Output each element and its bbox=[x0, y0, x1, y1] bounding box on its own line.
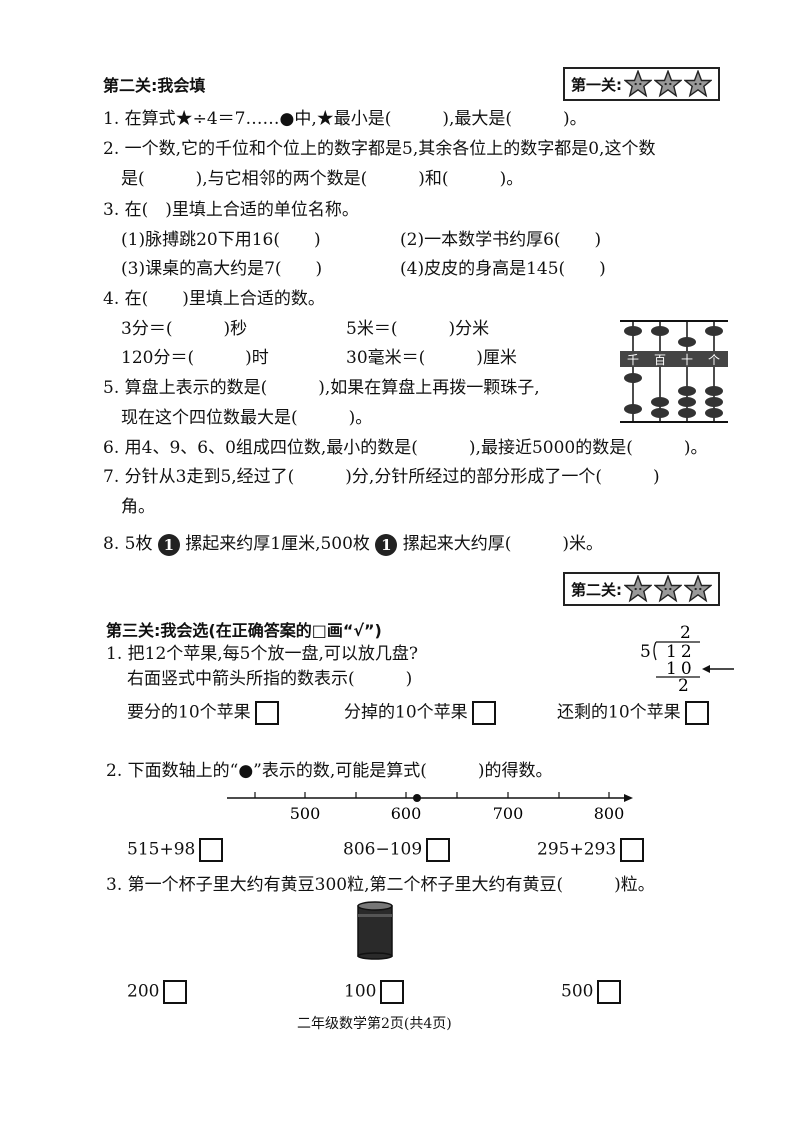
question-4-item1: 3分＝( )秒 bbox=[121, 319, 248, 339]
question-4-item2: 5米＝( )分米 bbox=[346, 319, 490, 339]
division-product: 10 bbox=[666, 659, 696, 679]
s3-q1-option-a: 要分的10个苹果 bbox=[127, 701, 279, 725]
question-3: 3. 在( )里填上合适的单位名称。 bbox=[103, 200, 359, 220]
coin-icon: 1 bbox=[157, 533, 180, 556]
s3-q1-option-c: 还剩的10个苹果 bbox=[557, 701, 709, 725]
option-label: 806−109 bbox=[343, 839, 423, 860]
s3-question-2: 2. 下面数轴上的“●”表示的数,可能是算式( )的得数。 bbox=[106, 761, 553, 781]
level1-badge: 第一关: bbox=[563, 67, 720, 101]
level2-badge: 第二关: bbox=[563, 572, 720, 606]
s3-question-1-line1: 1. 把12个苹果,每5个放一盘,可以放几盘? bbox=[106, 644, 418, 664]
star-icon bbox=[684, 575, 712, 603]
s3-question-1-line2: 右面竖式中箭头所指的数表示( ) bbox=[127, 669, 413, 689]
question-8-part3: 摞起来大约厚( )米。 bbox=[402, 534, 604, 554]
badge-label: 第一关: bbox=[571, 75, 622, 94]
star-icon bbox=[624, 70, 652, 98]
s3-q3-option-c: 500 bbox=[561, 980, 622, 1004]
point-marker bbox=[413, 794, 421, 802]
question-3-item3: (3)课桌的高大约是7( ) bbox=[121, 259, 323, 279]
question-2-line1: 2. 一个数,它的千位和个位上的数字都是5,其余各位上的数字都是0,这个数 bbox=[103, 139, 656, 159]
long-division: 2 5 12 10 2 bbox=[640, 623, 734, 692]
checkbox[interactable] bbox=[199, 838, 224, 862]
arrow-head-icon bbox=[624, 794, 633, 802]
question-3-item4: (4)皮皮的身高是145( ) bbox=[400, 259, 606, 279]
question-5-line2: 现在这个四位数最大是( )。 bbox=[121, 408, 373, 428]
star-icon bbox=[624, 575, 652, 603]
division-remainder: 2 bbox=[678, 676, 689, 692]
option-label: 500 bbox=[561, 981, 594, 1002]
question-7-line1: 7. 分针从3走到5,经过了( )分,分针所经过的部分形成了一个( ) bbox=[103, 467, 660, 487]
abacus-label-thousands: 千 bbox=[627, 353, 639, 367]
option-label: 还剩的10个苹果 bbox=[557, 702, 681, 723]
option-label: 515+98 bbox=[127, 839, 196, 860]
abacus-label-ones: 个 bbox=[708, 353, 720, 367]
abacus-label-hundreds: 百 bbox=[654, 353, 666, 367]
division-divisor: 5 bbox=[640, 642, 651, 662]
checkbox[interactable] bbox=[380, 980, 405, 1004]
coin-icon: 1 bbox=[375, 533, 398, 556]
checkbox[interactable] bbox=[620, 838, 645, 862]
question-3-item1: (1)脉搏跳20下用16( ) bbox=[121, 230, 321, 250]
question-1: 1. 在算式★÷4＝7……●中,★最小是( ),最大是( )。 bbox=[103, 109, 587, 129]
division-dividend: 12 bbox=[666, 642, 696, 662]
question-7-line2: 角。 bbox=[121, 497, 155, 517]
star-icon bbox=[654, 70, 682, 98]
axis-label-800: 800 bbox=[594, 804, 625, 823]
s3-q2-option-b: 806−109 bbox=[343, 838, 451, 862]
question-3-item2: (2)一本数学书约厚6( ) bbox=[400, 230, 602, 250]
number-line: 500 600 700 800 bbox=[227, 792, 633, 823]
axis-label-700: 700 bbox=[493, 804, 524, 823]
question-8-part2: 摞起来约厚1厘米,500枚 bbox=[185, 534, 370, 554]
question-8: 8. 5枚 1 摞起来约厚1厘米,500枚 1 摞起来大约厚( )米。 bbox=[103, 533, 603, 556]
division-quotient: 2 bbox=[680, 623, 691, 643]
s3-q1-option-b: 分掉的10个苹果 bbox=[344, 701, 496, 725]
checkbox[interactable] bbox=[597, 980, 622, 1004]
abacus-diagram: 千 百 十 个 bbox=[620, 320, 728, 423]
question-4: 4. 在( )里填上合适的数。 bbox=[103, 289, 325, 309]
section2-title: 第二关:我会填 bbox=[103, 76, 206, 95]
option-label: 100 bbox=[344, 981, 377, 1002]
option-label: 要分的10个苹果 bbox=[127, 702, 251, 723]
star-icon bbox=[684, 70, 712, 98]
s3-q2-option-a: 515+98 bbox=[127, 838, 224, 862]
checkbox[interactable] bbox=[471, 701, 496, 725]
s3-q3-option-a: 200 bbox=[127, 980, 188, 1004]
bean-cup-illustration bbox=[357, 901, 393, 960]
checkbox[interactable] bbox=[254, 701, 279, 725]
option-label: 200 bbox=[127, 981, 160, 1002]
question-5-line1: 5. 算盘上表示的数是( ),如果在算盘上再拨一颗珠子, bbox=[103, 378, 540, 398]
section3-title: 第三关:我会选(在正确答案的□画“√”) bbox=[106, 621, 382, 640]
question-2-line2: 是( ),与它相邻的两个数是( )和( )。 bbox=[121, 169, 524, 189]
badge-label: 第二关: bbox=[571, 580, 622, 599]
option-label: 295+293 bbox=[537, 839, 617, 860]
question-4-item4: 30毫米＝( )厘米 bbox=[346, 348, 517, 368]
question-4-item3: 120分＝( )时 bbox=[121, 348, 269, 368]
question-8-part1: 8. 5枚 bbox=[103, 534, 153, 554]
axis-label-600: 600 bbox=[391, 804, 422, 823]
checkbox[interactable] bbox=[426, 838, 451, 862]
option-label: 分掉的10个苹果 bbox=[344, 702, 468, 723]
axis-label-500: 500 bbox=[290, 804, 321, 823]
checkbox[interactable] bbox=[163, 980, 188, 1004]
s3-question-3: 3. 第一个杯子里大约有黄豆300粒,第二个杯子里大约有黄豆( )粒。 bbox=[106, 875, 655, 895]
checkbox[interactable] bbox=[684, 701, 709, 725]
question-6: 6. 用4、9、6、0组成四位数,最小的数是( ),最接近5000的数是( )。 bbox=[103, 438, 708, 458]
arrow-head-icon bbox=[702, 665, 710, 673]
s3-q3-option-b: 100 bbox=[344, 980, 405, 1004]
abacus-label-tens: 十 bbox=[681, 353, 693, 367]
page-footer: 二年级数学第2页(共4页) bbox=[297, 1016, 452, 1032]
s3-q2-option-c: 295+293 bbox=[537, 838, 645, 862]
star-icon bbox=[654, 575, 682, 603]
